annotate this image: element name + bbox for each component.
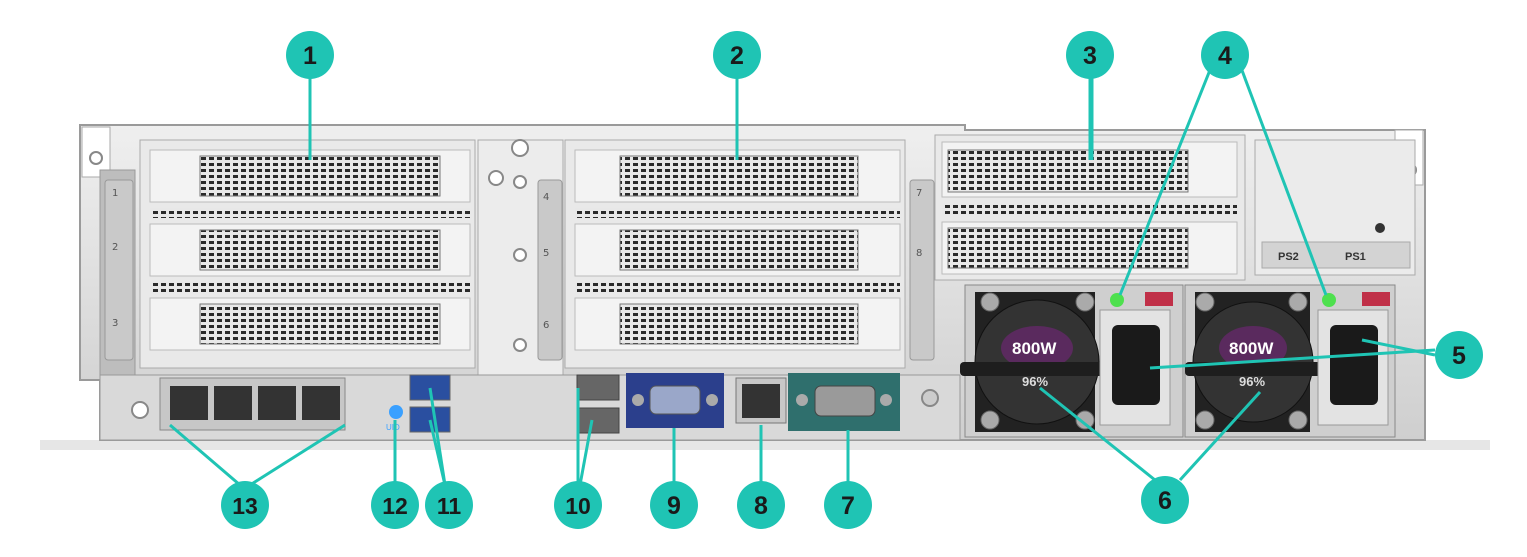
network-ports[interactable]: [159, 377, 346, 431]
power-inlet-icon: [1330, 325, 1378, 405]
callout-7: 7: [824, 481, 872, 529]
pcie-slot-5: [574, 223, 901, 277]
network-icon[interactable]: [302, 386, 340, 420]
uid-label: UID: [386, 423, 400, 432]
svg-text:5: 5: [1452, 342, 1466, 370]
power-supply-1[interactable]: 800W 96%: [1184, 284, 1396, 438]
psu1-efficiency: 96%: [1239, 374, 1265, 389]
callout-3: 3: [1066, 31, 1114, 79]
svg-text:8: 8: [754, 492, 768, 520]
psu-label-plate: PS2 PS1: [1254, 139, 1416, 276]
callout-4: 4: [1201, 31, 1249, 79]
svg-text:3: 3: [1083, 42, 1097, 70]
pcie-riser-2: 4 5 6: [537, 139, 906, 369]
callout-12: 12: [371, 481, 419, 529]
svg-text:6: 6: [1158, 487, 1172, 515]
slot-label-2: 2: [112, 242, 118, 253]
ps2-label: PS2: [1278, 251, 1299, 263]
svg-text:11: 11: [437, 493, 462, 519]
svg-text:12: 12: [382, 493, 408, 519]
svg-text:2: 2: [730, 42, 744, 70]
floor-shadow: [40, 440, 1490, 450]
callout-11: 11: [425, 481, 473, 529]
psu2-status-led: [1110, 293, 1124, 307]
network-icon[interactable]: [258, 386, 296, 420]
psu2-wattage: 800W: [1012, 339, 1057, 358]
psu1-status-led: [1322, 293, 1336, 307]
psu1-wattage: 800W: [1229, 339, 1274, 358]
slot-label-1: 1: [112, 188, 118, 199]
callout-5: 5: [1435, 331, 1483, 379]
pcie-slot-3: [149, 297, 471, 351]
slot-label-5: 5: [543, 248, 549, 259]
slot-label-6: 6: [543, 320, 549, 331]
callout-1: 1: [286, 31, 334, 79]
svg-text:4: 4: [1218, 42, 1232, 70]
psu2-efficiency: 96%: [1022, 374, 1048, 389]
callout-13: 13: [221, 481, 269, 529]
leader-lines: [169, 64, 1436, 487]
callouts: 1 2 3 4 5 6 7 8 9 10 11 12 13: [221, 31, 1483, 529]
pcie-slot-8: [941, 221, 1238, 275]
io-panel: UID: [99, 373, 961, 441]
usb-icon[interactable]: [409, 406, 451, 433]
slot-label-4: 4: [543, 192, 549, 203]
ps1-label: PS1: [1345, 251, 1366, 263]
network-icon[interactable]: [742, 384, 780, 418]
slot-label-8: 8: [916, 248, 922, 259]
svg-text:1: 1: [303, 42, 317, 70]
usb-icon[interactable]: [576, 374, 620, 401]
callout-8: 8: [737, 481, 785, 529]
slot-label-7: 7: [916, 188, 922, 199]
network-icon[interactable]: [214, 386, 252, 420]
callout-2: 2: [713, 31, 761, 79]
pcie-riser-1: 1 2 3: [104, 139, 476, 369]
svg-text:13: 13: [232, 493, 258, 519]
slot-label-3: 3: [112, 318, 118, 329]
network-icon[interactable]: [170, 386, 208, 420]
callout-10: 10: [554, 481, 602, 529]
svg-text:7: 7: [841, 492, 855, 520]
pcie-slot-6: [574, 297, 901, 351]
callout-6: 6: [1141, 476, 1189, 524]
svg-text:10: 10: [565, 493, 591, 519]
uid-led[interactable]: [389, 405, 403, 419]
power-inlet-icon: [1112, 325, 1160, 405]
usb-icon[interactable]: [576, 407, 620, 434]
svg-text:9: 9: [667, 492, 681, 520]
callout-9: 9: [650, 481, 698, 529]
pcie-slot-2: [149, 223, 471, 277]
pcie-slot-7: [941, 141, 1238, 198]
